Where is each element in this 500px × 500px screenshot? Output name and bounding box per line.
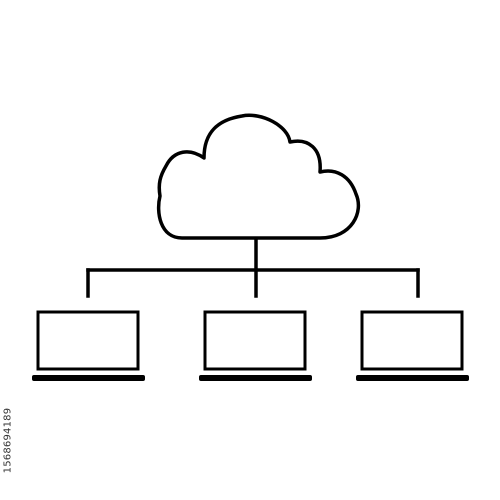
laptop-icon	[32, 310, 145, 381]
laptop-screen	[360, 310, 464, 371]
laptop-icon	[356, 310, 469, 381]
cloud-icon	[156, 113, 361, 240]
laptop-screen	[203, 310, 307, 371]
laptop-base	[356, 375, 469, 381]
laptop-icon	[199, 310, 312, 381]
cloud-outline	[156, 113, 361, 240]
stock-id-label: 1568694189	[0, 385, 18, 495]
laptop-screen	[36, 310, 140, 371]
laptop-base	[199, 375, 312, 381]
network-connectors	[86, 238, 420, 298]
stock-id-text: 1568694189	[2, 407, 14, 473]
laptop-base	[32, 375, 145, 381]
